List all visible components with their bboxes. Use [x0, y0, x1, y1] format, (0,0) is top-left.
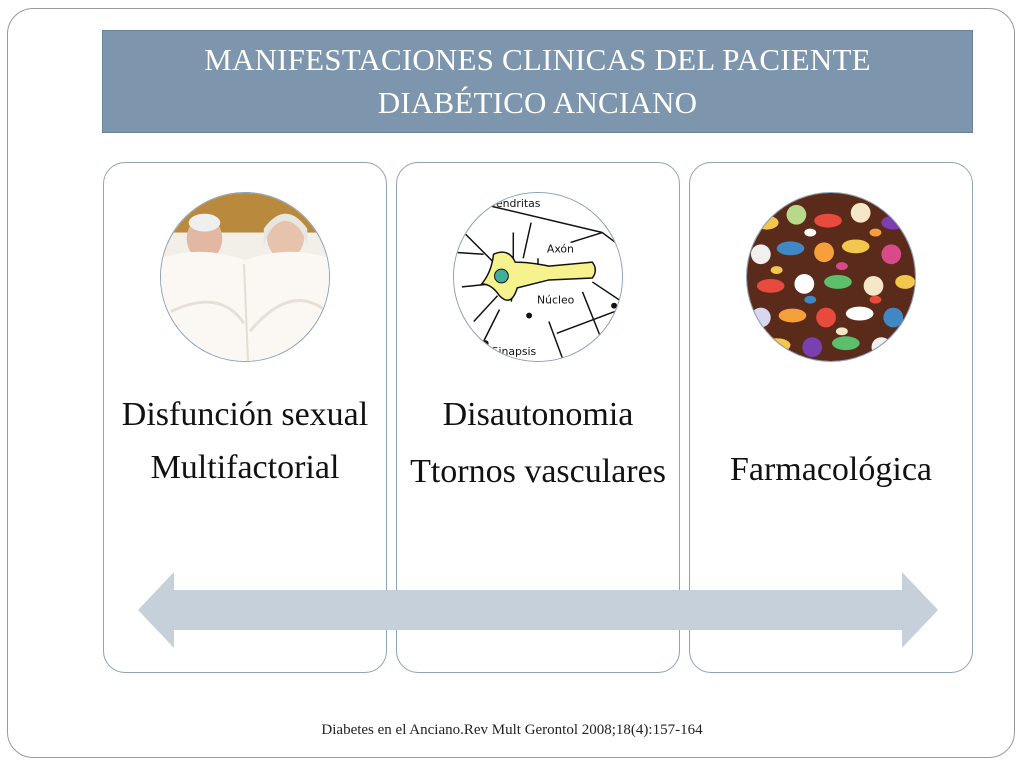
double-arrow [138, 572, 938, 648]
card-3-text: Farmacológica [690, 449, 972, 490]
neuron-label-nucleus: Núcleo [537, 294, 575, 307]
pills-photo [746, 192, 916, 362]
card-3-line-1: Farmacológica [729, 451, 933, 488]
card-1-text: Disfunción sexual Multifactorial [104, 394, 386, 489]
card-2-text: Disautonomia Ttornos vasculares [397, 394, 679, 493]
slide-title: MANIFESTACIONES CLINICAS DEL PACIENTE DI… [204, 42, 871, 120]
card-1-line-1: Disfunción sexual [121, 396, 369, 433]
card-1-line-2: Multifactorial [150, 449, 340, 487]
neuron-label-synapse: Sinapsis [492, 345, 537, 358]
card-2-line-1: Disautonomia [442, 396, 634, 433]
card-dysautonomia: Dendritas Axón Núcleo Sinapsis Disautono… [396, 162, 680, 673]
card-2-line-2: Ttornos vasculares [410, 453, 666, 491]
elderly-couple-photo [160, 192, 330, 362]
card-sexual-dysfunction: Disfunción sexual Multifactorial [103, 162, 387, 673]
neuron-label-axon: Axón [547, 242, 574, 255]
pills-illustration [747, 193, 915, 361]
neuron-label-dendrites: Dendritas [488, 197, 541, 210]
neuron-diagram: Dendritas Axón Núcleo Sinapsis [453, 192, 623, 362]
citation-text: Diabetes en el Anciano.Rev Mult Gerontol… [321, 722, 703, 738]
elderly-couple-illustration [161, 193, 329, 361]
neuron-illustration: Dendritas Axón Núcleo Sinapsis [454, 193, 622, 361]
slide-title-box: MANIFESTACIONES CLINICAS DEL PACIENTE DI… [102, 30, 973, 133]
card-pharmacological: Farmacológica [689, 162, 973, 673]
